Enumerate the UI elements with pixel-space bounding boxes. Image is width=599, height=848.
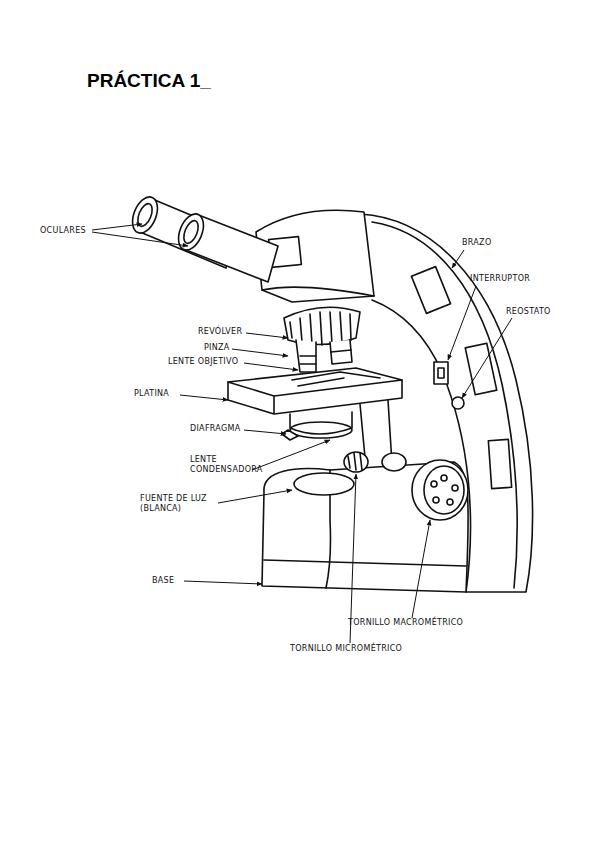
part-label: BASE	[152, 576, 184, 586]
part-label: REVÓLVER	[198, 327, 250, 337]
part-label: LENTE OBJETIVO	[168, 357, 248, 367]
part-label: BRAZO	[462, 238, 512, 248]
part-label: REOSTATO	[506, 307, 576, 317]
part-label: PLATINA	[134, 389, 180, 399]
part-label: DIAFRAGMA	[190, 424, 246, 434]
part-label: TORNILLO MACROMÉTRICO	[348, 618, 478, 628]
page-title: PRÁCTICA 1_	[87, 70, 211, 92]
leader-lines	[92, 224, 512, 643]
part-label: LENTE CONDENSADORA	[190, 455, 252, 475]
part-label: TORNILLO MICROMÉTRICO	[290, 644, 420, 654]
part-label: OCULARES	[40, 226, 100, 236]
part-label: PINZA	[204, 343, 244, 353]
part-label: INTERRUPTOR	[470, 274, 550, 284]
part-label: FUENTE DE LUZ (BLANCA)	[140, 494, 220, 514]
